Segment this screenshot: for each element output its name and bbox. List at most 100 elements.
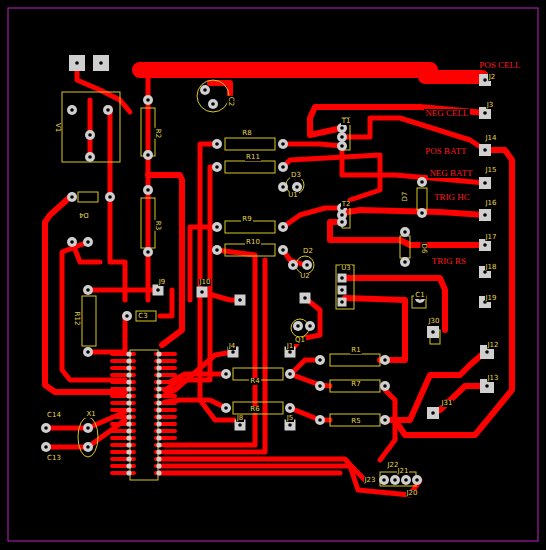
drill-hole [303, 296, 307, 300]
designator-label: J14 [485, 135, 498, 142]
drill-hole [86, 426, 90, 430]
drill-hole [340, 135, 344, 139]
pin-trace [156, 373, 175, 377]
square-pad [338, 274, 347, 283]
ic-pad [156, 428, 161, 433]
round-pad [379, 475, 389, 485]
pin-trace [156, 387, 175, 391]
drill-hole [383, 384, 387, 388]
copper-traces [45, 63, 512, 495]
drill-hole [86, 288, 90, 292]
drill-hole [200, 290, 204, 294]
round-pad [278, 245, 288, 255]
net-label: NEG BATT [428, 169, 473, 178]
drill-hole [108, 195, 112, 199]
pin-trace [112, 415, 134, 419]
ic-pad [156, 442, 161, 447]
pin-trace [156, 380, 175, 384]
drill-hole [483, 243, 487, 247]
square-pad [300, 293, 311, 304]
ic-pad [126, 456, 131, 461]
round-pad [285, 403, 295, 413]
designator-label: R9 [241, 216, 252, 223]
round-pad [400, 227, 410, 237]
round-pad [122, 311, 132, 321]
designator-label: J12 [487, 342, 500, 349]
designator-label: J2 [488, 74, 497, 81]
drill-hole [318, 358, 322, 362]
pin-trace [156, 443, 175, 447]
pin-trace [112, 457, 134, 461]
round-pad [278, 182, 288, 192]
round-pad [212, 222, 222, 232]
pin-trace [112, 429, 134, 433]
designator-label: J16 [485, 200, 498, 207]
designator-label: U3 [340, 265, 352, 272]
pin-trace [112, 436, 134, 440]
drill-hole [383, 418, 387, 422]
pin-trace [112, 408, 134, 412]
designator-label: C13 [46, 455, 62, 462]
ic-pad [126, 407, 131, 412]
pin-trace [112, 422, 134, 426]
drill-hole [483, 148, 487, 152]
drill-hole [295, 185, 299, 189]
round-pad [67, 192, 77, 202]
round-pad [143, 247, 153, 257]
round-pad [212, 162, 222, 172]
ic-pin-traces [112, 354, 175, 473]
designator-label: T1 [341, 118, 352, 125]
designator-label: R12 [74, 310, 81, 326]
designator-label: J21 [397, 468, 410, 475]
ic-pad [156, 372, 161, 377]
designator-label: R5 [350, 418, 361, 425]
ic-pad [156, 400, 161, 405]
round-pad [85, 152, 95, 162]
designator-label: R1 [350, 347, 361, 354]
round-pad [278, 162, 288, 172]
drill-hole [44, 426, 48, 430]
drill-hole [88, 155, 92, 159]
square-pad [197, 287, 208, 298]
round-pad [212, 139, 222, 149]
round-pad [315, 415, 325, 425]
drill-hole [215, 225, 219, 229]
drill-hole [224, 372, 228, 376]
ic-pad [126, 414, 131, 419]
round-pad [83, 442, 93, 452]
round-pad [105, 192, 115, 202]
drill-hole [288, 350, 292, 354]
round-pad [380, 381, 390, 391]
round-pad [337, 132, 347, 142]
square-pad [338, 298, 347, 307]
designator-label: Q1 [294, 337, 306, 344]
pin-trace [156, 457, 175, 461]
designator-label: C2 [228, 95, 235, 106]
round-pad [401, 475, 411, 485]
square-pad [479, 177, 491, 189]
designator-label: U1 [287, 192, 299, 199]
pin-trace [156, 436, 175, 440]
pin-trace [156, 394, 175, 398]
pin-trace [112, 373, 134, 377]
round-pad [417, 208, 427, 218]
drill-hole [70, 108, 74, 112]
ic-pad [126, 421, 131, 426]
round-pad [41, 442, 51, 452]
drill-hole [403, 260, 407, 264]
ic-pad [126, 365, 131, 370]
ic-pad [126, 435, 131, 440]
designator-label: J8 [236, 415, 245, 422]
drill-hole [483, 213, 487, 217]
designator-label: D6 [421, 242, 428, 254]
pin-trace [112, 380, 134, 384]
drill-hole [404, 478, 408, 482]
ic-pad [156, 365, 161, 370]
drill-hole [44, 445, 48, 449]
drill-hole [288, 372, 292, 376]
net-label: NEG CELL [424, 109, 469, 118]
drill-hole [281, 248, 285, 252]
drill-hole [281, 225, 285, 229]
drill-hole [288, 423, 292, 427]
